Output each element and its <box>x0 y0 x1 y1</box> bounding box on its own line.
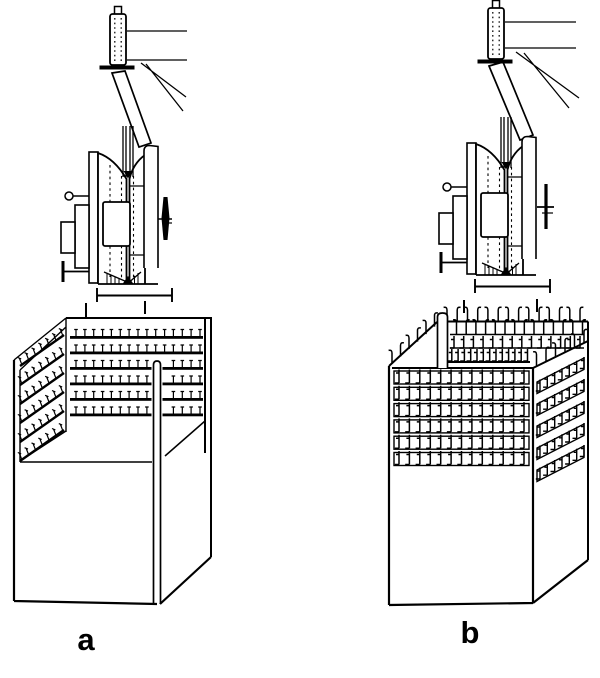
supply-bobbin <box>475 0 515 64</box>
figure-label: b <box>461 615 480 650</box>
guide-pins <box>463 299 538 313</box>
left-wall-pin-rails <box>17 328 65 462</box>
back-wall-pin-rails <box>70 328 203 417</box>
hand-spindle <box>158 197 172 240</box>
t-handle <box>537 184 554 229</box>
figure-label: a <box>77 622 95 657</box>
corner-post <box>152 360 162 604</box>
figure-a: a <box>12 4 212 657</box>
feed-chute <box>110 70 153 149</box>
yarn-lines <box>505 21 580 109</box>
container-box-full <box>387 306 589 607</box>
side-wall-loaded-rails <box>535 356 585 483</box>
yarn-lines <box>127 30 187 112</box>
top-loaded-hooks <box>441 306 587 362</box>
winding-head <box>437 115 552 295</box>
corner-post <box>436 312 449 368</box>
container-box-empty <box>12 317 212 606</box>
figure-b: b <box>387 0 589 650</box>
left-edge-hooks <box>388 312 439 364</box>
winding-head <box>59 124 174 304</box>
front-wall-loaded-rails <box>393 369 530 467</box>
supply-bobbin <box>97 4 137 70</box>
right-edge-hooks <box>532 328 588 366</box>
guide-pins <box>85 301 146 317</box>
